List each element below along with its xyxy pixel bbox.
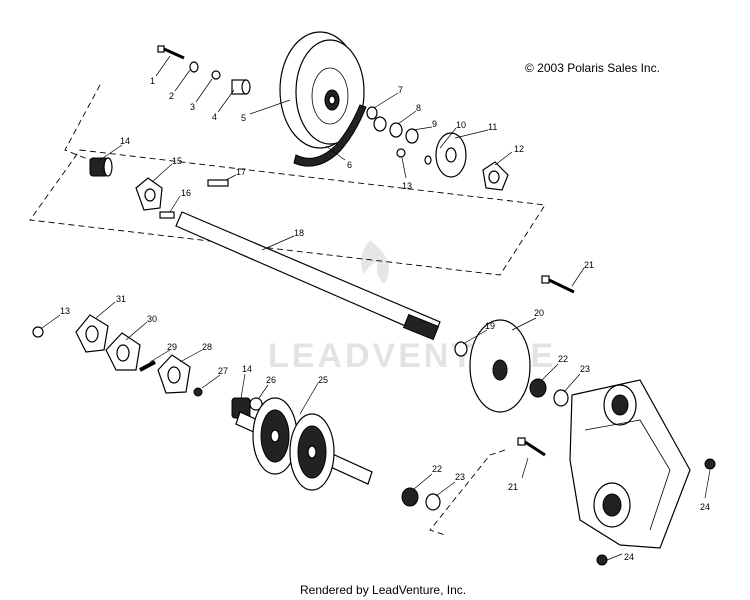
callout-21-lower: 21 <box>508 482 518 492</box>
callout-13-lower: 13 <box>60 306 70 316</box>
callout-19: 19 <box>485 321 495 331</box>
callout-4: 4 <box>212 112 217 122</box>
callout-17: 17 <box>236 167 246 177</box>
callout-28: 28 <box>202 342 212 352</box>
bearing-part-22b <box>401 487 419 507</box>
callout-11: 11 <box>488 122 497 132</box>
leader-lines <box>41 55 711 561</box>
callout-25: 25 <box>318 375 328 385</box>
flange-part-15 <box>135 177 163 211</box>
callout-22-lower: 22 <box>432 464 442 474</box>
callout-26: 26 <box>266 375 276 385</box>
callout-2: 2 <box>169 91 174 101</box>
callout-22-upper: 22 <box>558 354 568 364</box>
callout-5: 5 <box>241 113 246 123</box>
washer-part-3 <box>211 70 221 80</box>
callout-31: 31 <box>116 294 126 304</box>
oring-part-7b <box>373 116 387 132</box>
callout-21-upper: 21 <box>584 260 594 270</box>
chaincase-housing <box>569 379 691 549</box>
flange-part-28 <box>157 354 191 394</box>
seal-part-23b <box>425 493 441 511</box>
washer-part-2 <box>189 61 199 73</box>
callout-16: 16 <box>181 188 191 198</box>
key-part-17 <box>207 179 229 187</box>
bolt-part-21a <box>541 275 575 294</box>
callout-7: 7 <box>398 85 403 95</box>
oring-part-19 <box>454 341 468 357</box>
pulley-part-5 <box>279 31 365 149</box>
pin-part-29 <box>139 360 156 372</box>
oring-part-9 <box>405 128 419 144</box>
callout-13-upper: 13 <box>402 181 412 191</box>
bushing-part-4 <box>231 79 251 95</box>
ring-part-26 <box>249 397 263 411</box>
bearing-part-22a <box>529 378 547 398</box>
callout-8: 8 <box>416 103 421 113</box>
callout-27: 27 <box>218 366 228 376</box>
nut-part-24b <box>596 554 608 566</box>
flange-part-31 <box>75 314 109 353</box>
washer-part-10 <box>424 155 432 165</box>
nut-part-27 <box>193 387 203 397</box>
callout-labels: 1 2 3 4 5 6 7 8 9 10 11 12 13 14 15 16 1… <box>60 76 710 562</box>
nut-part-13 <box>396 148 406 158</box>
callout-18: 18 <box>294 228 304 238</box>
callout-30: 30 <box>147 314 157 324</box>
footer-text: Rendered by LeadVenture, Inc. <box>300 583 466 597</box>
copyright-text: © 2003 Polaris Sales Inc. <box>525 61 660 75</box>
callout-3: 3 <box>190 102 195 112</box>
callout-12: 12 <box>514 144 524 154</box>
seal-part-23a <box>553 389 569 407</box>
nut-part-24a <box>704 458 716 470</box>
oring-part-8 <box>389 122 403 138</box>
bolt-part-16 <box>159 211 175 219</box>
gasket-part-30 <box>105 332 141 371</box>
chain-part-6 <box>293 104 367 167</box>
callout-29: 29 <box>167 342 177 352</box>
callout-9: 9 <box>432 119 437 129</box>
callout-24-bottom: 24 <box>624 552 634 562</box>
callout-14-lower: 14 <box>242 364 252 374</box>
callout-15: 15 <box>172 156 182 166</box>
nut-part-13b <box>32 326 44 338</box>
callout-23-upper: 23 <box>580 364 590 374</box>
callout-1: 1 <box>150 76 155 86</box>
bolt-part-21b <box>517 437 546 457</box>
callout-24-right: 24 <box>700 502 710 512</box>
callout-20: 20 <box>534 308 544 318</box>
callout-10: 10 <box>456 120 466 130</box>
shaft-part-18 <box>175 211 441 341</box>
oring-part-7 <box>366 106 378 120</box>
callout-23-lower: 23 <box>455 472 465 482</box>
driveshaft-part-25 <box>235 397 373 491</box>
flange-part-12 <box>482 161 509 191</box>
disc-part-20 <box>469 319 531 413</box>
bearing-part-14a <box>89 157 113 177</box>
plate-part-11 <box>435 132 467 178</box>
callout-14-upper: 14 <box>120 136 130 146</box>
assembly-dashed-lines <box>29 84 546 536</box>
bolt-part-1 <box>157 45 185 60</box>
callout-6: 6 <box>347 160 352 170</box>
